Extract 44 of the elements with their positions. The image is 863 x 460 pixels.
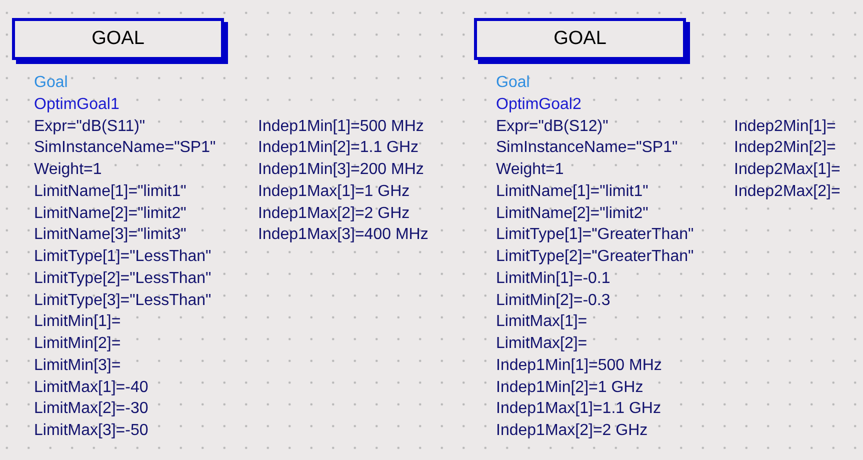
- parameter-text: Weight=1: [496, 161, 564, 179]
- parameter-text: Indep1Min[1]=500 MHz: [496, 356, 662, 375]
- instance-name-text: OptimGoal1: [34, 96, 120, 114]
- parameter-text: LimitName[1]="limit1": [34, 182, 186, 201]
- parameter-text: Expr="dB(S12)": [496, 118, 608, 136]
- parameter-text: LimitMin[3]=: [34, 356, 121, 375]
- parameter-text: SimInstanceName="SP1": [34, 139, 216, 158]
- parameter-text: LimitMax[2]=-30: [34, 400, 148, 418]
- parameter-text: LimitType[1]="LessThan": [34, 248, 212, 266]
- parameter-text: Indep2Max[1]=: [734, 161, 840, 179]
- parameter-text: Indep1Max[3]=400 MHz: [258, 226, 428, 244]
- parameter-text: LimitName[2]="limit2": [34, 204, 186, 222]
- parameter-text: LimitType[1]="GreaterThan": [496, 226, 694, 244]
- parameter-text: Indep1Max[2]=2 GHz: [258, 204, 410, 222]
- instance-name-text: OptimGoal2: [496, 96, 582, 114]
- parameter-text: Expr="dB(S11)": [34, 118, 146, 136]
- parameter-text: Indep1Min[1]=500 MHz: [258, 118, 424, 136]
- parameter-text: Indep1Max[2]=2 GHz: [496, 422, 648, 440]
- parameter-text: LimitName[1]="limit1": [496, 182, 648, 201]
- component-type-text: Goal: [496, 74, 530, 92]
- parameter-text: LimitMax[1]=-40: [34, 378, 148, 396]
- parameter-text: Indep2Max[2]=: [734, 182, 840, 201]
- parameter-text: LimitMax[3]=-50: [34, 422, 148, 440]
- parameter-text: Indep2Min[1]=: [734, 118, 836, 136]
- parameter-text: LimitMax[2]=: [496, 335, 588, 353]
- parameter-text: LimitType[2]="GreaterThan": [496, 248, 694, 266]
- parameter-text: LimitName[3]="limit3": [34, 226, 186, 244]
- parameter-text: Indep1Min[3]=200 MHz: [258, 161, 424, 179]
- parameter-text: LimitType[2]="LessThan": [34, 270, 212, 288]
- parameter-text: LimitMin[1]=-0.1: [496, 270, 610, 288]
- parameter-text: Indep2Min[2]=: [734, 139, 836, 158]
- parameter-text: Indep1Min[2]=1 GHz: [496, 378, 644, 396]
- parameter-text: Indep1Max[1]=1.1 GHz: [496, 400, 661, 418]
- component-type-text: Goal: [34, 74, 68, 92]
- parameter-text: LimitMax[1]=: [496, 313, 588, 332]
- parameter-text: Indep1Min[2]=1.1 GHz: [258, 139, 419, 158]
- parameter-text: LimitMin[2]=: [34, 335, 121, 353]
- parameter-text: LimitType[3]="LessThan": [34, 292, 212, 310]
- parameter-text: SimInstanceName="SP1": [496, 139, 678, 158]
- parameter-text: Indep1Max[1]=1 GHz: [258, 182, 410, 201]
- parameter-text: Weight=1: [34, 161, 102, 179]
- parameter-text: LimitMin[1]=: [34, 313, 121, 332]
- parameter-text: LimitMin[2]=-0.3: [496, 292, 610, 310]
- parameter-text: LimitName[2]="limit2": [496, 204, 648, 222]
